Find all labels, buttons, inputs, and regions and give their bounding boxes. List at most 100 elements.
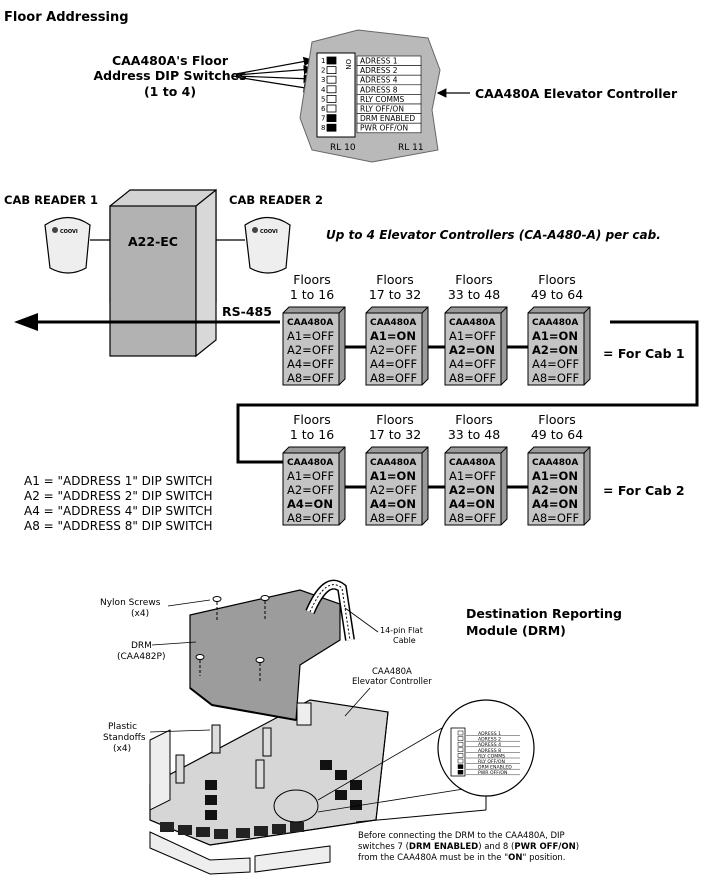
floor-range: 17 to 32 — [369, 427, 421, 442]
dip-number-7: 7 — [321, 115, 325, 123]
floor-range: 33 to 48 — [448, 287, 500, 302]
relay-label-rl11: RL 11 — [398, 143, 424, 153]
drm-title-line1: Destination Reporting — [466, 606, 622, 621]
switch-setting: A2=ON — [532, 343, 578, 357]
dip-callout-line1: CAA480A's Floor — [112, 53, 229, 68]
dip-callout-line2: Address DIP Switches — [93, 68, 246, 83]
box-title: CAA480A — [532, 318, 578, 328]
floors-word: Floors — [455, 272, 493, 287]
dip-callout-line3: (1 to 4) — [144, 84, 196, 99]
legend-a2: A2 = "ADDRESS 2" DIP SWITCH — [24, 489, 213, 503]
flat-cable-label-1: 14-pin Flat — [380, 626, 423, 635]
switch-setting: A1=ON — [532, 469, 578, 483]
switch-setting: A4=ON — [532, 497, 578, 511]
switch-setting: A4=OFF — [370, 357, 417, 371]
switch-setting: A1=ON — [370, 329, 416, 343]
switch-setting: A1=OFF — [287, 329, 334, 343]
zoom-row-label-7: DRM ENABLED — [478, 765, 512, 771]
floors-word: Floors — [376, 272, 414, 287]
cab-reader-1-label: CAB READER 1 — [4, 193, 98, 207]
cab-reader-2-label: CAB READER 2 — [229, 193, 323, 207]
zoom-row-label-1: ADRESS 1 — [478, 731, 501, 737]
a22-ec-panel: A22-EC — [109, 188, 217, 358]
zoom-dip-switch-1 — [457, 730, 464, 736]
drm-title-line2: Module (DRM) — [466, 623, 566, 638]
section-title: Floor Addressing — [4, 10, 129, 25]
switch-setting: A8=OFF — [287, 371, 334, 385]
zoom-dip-switch-3 — [457, 741, 464, 747]
zoom-dip-switch-2 — [457, 736, 464, 741]
dip-switch-2 — [326, 66, 337, 74]
relay-label-rl10: RL 10 — [330, 143, 356, 153]
legend-a4: A4 = "ADDRESS 4" DIP SWITCH — [24, 504, 213, 518]
floor-range: 17 to 32 — [369, 287, 421, 302]
switch-setting: A2=OFF — [287, 343, 334, 357]
switch-setting: A8=OFF — [532, 511, 579, 525]
zoom-dip-switch-6 — [457, 758, 464, 764]
cab1-label: = For Cab 1 — [603, 346, 685, 361]
note-line1: Before connecting the DRM to the CAA480A… — [358, 831, 565, 841]
dip-row-label-1: ADRESS 1 — [360, 57, 398, 66]
switch-setting: A2=OFF — [287, 483, 334, 497]
note-line3: from the CAA480A must be in the "ON" pos… — [358, 853, 565, 863]
zoom-row-label-4: ADRESS 8 — [478, 748, 501, 754]
floor-range: 49 to 64 — [531, 287, 583, 302]
floors-word: Floors — [293, 272, 331, 287]
controller-label-1: CAA480A — [372, 667, 412, 677]
zoom-dip-switch-7 — [457, 764, 464, 769]
standoffs-label-1: Plastic — [108, 722, 137, 732]
switch-setting: A2=ON — [532, 483, 578, 497]
headline: Up to 4 Elevator Controllers (CA-A480-A)… — [326, 228, 661, 242]
flat-cable-label-2: Cable — [393, 636, 416, 645]
dip-switch-4 — [326, 85, 337, 94]
switch-setting: A8=OFF — [449, 371, 496, 385]
cab2-label: = For Cab 2 — [603, 483, 685, 498]
standoffs-label-2: Standoffs — [103, 733, 146, 743]
dip-switch-3 — [326, 75, 337, 84]
box-title: CAA480A — [287, 318, 333, 328]
reader-1-brand: COOVI — [60, 229, 78, 235]
switch-setting: A8=OFF — [370, 371, 417, 385]
controller-label-2: Elevator Controller — [352, 677, 432, 687]
switch-setting: A1=OFF — [449, 469, 496, 483]
address-legend: A1 = "ADDRESS 1" DIP SWITCH A2 = "ADDRES… — [24, 474, 213, 533]
zoom-row-label-3: ADRESS 4 — [478, 742, 501, 748]
zoom-row-label-5: RLY COMMS — [478, 753, 505, 759]
dip-row-label-4: ADRESS 8 — [360, 85, 398, 94]
switch-setting: A8=OFF — [449, 511, 496, 525]
floors-word: Floors — [538, 412, 576, 427]
reader-2-brand: COOVI — [260, 229, 278, 235]
box-title: CAA480A — [449, 318, 495, 328]
floor-range: 33 to 48 — [448, 427, 500, 442]
switch-setting: A4=OFF — [449, 357, 496, 371]
dip-number-4: 4 — [321, 86, 326, 94]
dip-row-label-5: RLY COMMS — [360, 95, 404, 104]
legend-a1: A1 = "ADDRESS 1" DIP SWITCH — [24, 474, 213, 488]
floors-word: Floors — [376, 412, 414, 427]
cab-reader-1: COOVI — [44, 216, 91, 274]
dip-switch-1 — [326, 56, 337, 65]
switch-setting: A4=ON — [287, 497, 333, 511]
switch-setting: A4=ON — [449, 497, 495, 511]
dip-switch-7 — [326, 114, 337, 122]
floor-range: 49 to 64 — [531, 427, 583, 442]
dip-number-2: 2 — [321, 67, 325, 75]
dip-switch-5 — [326, 95, 337, 103]
drm-label: DRM — [131, 641, 152, 651]
switch-setting: A2=ON — [449, 343, 495, 357]
floors-word: Floors — [455, 412, 493, 427]
zoom-row-label-6: RLY OFF/ON — [478, 759, 505, 765]
zoom-dip-switch-8 — [457, 769, 464, 775]
dip-row-label-2: ADRESS 2 — [360, 66, 398, 75]
cab-reader-2: COOVI — [244, 216, 291, 274]
floors-word: Floors — [293, 412, 331, 427]
floor-range: 1 to 16 — [290, 287, 334, 302]
